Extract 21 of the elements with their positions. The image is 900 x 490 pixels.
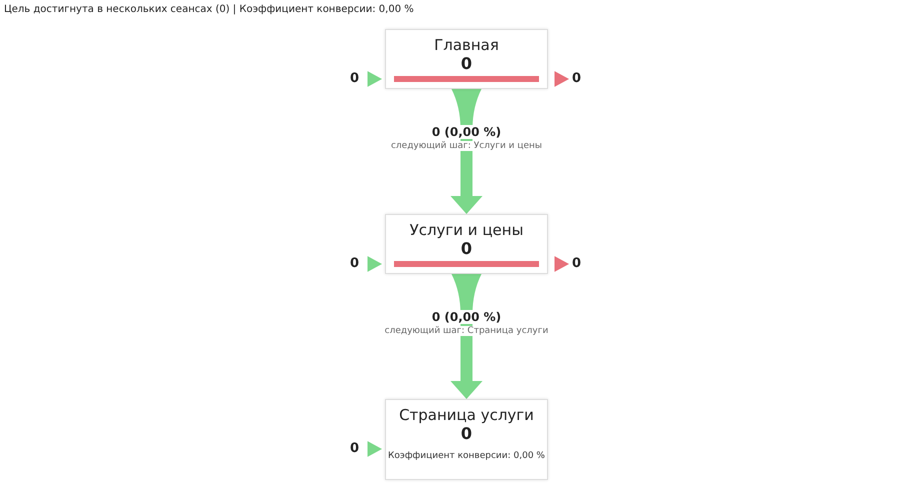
step-name: Услуги и цены [410,221,524,239]
conversion-rate: Коэффициент конверсии: 0,00 % [388,451,545,461]
step-count: 0 [460,424,472,443]
step-name: Главная [434,36,499,54]
entry-arrow [368,256,382,272]
title-text: Цель достигнута в нескольких сеансах (0) | Коэффициент конверсии: 0,00 % [4,4,414,15]
count-text: 0 [350,256,360,271]
count-text: 0 [572,256,582,271]
step-count: 0 [460,239,472,258]
count-text: 0 [350,441,360,456]
exit-arrow [554,256,570,272]
step-count: 0 [460,54,472,73]
count-text: 0 [572,71,582,86]
step-box [385,214,548,274]
step-box [385,29,548,89]
count-text: 0 [350,71,360,86]
step-name: Страница услуги [399,406,534,424]
entry-arrow [368,441,382,457]
entry-arrow [368,71,382,87]
step-box [385,399,548,480]
exit-arrow [554,71,570,87]
